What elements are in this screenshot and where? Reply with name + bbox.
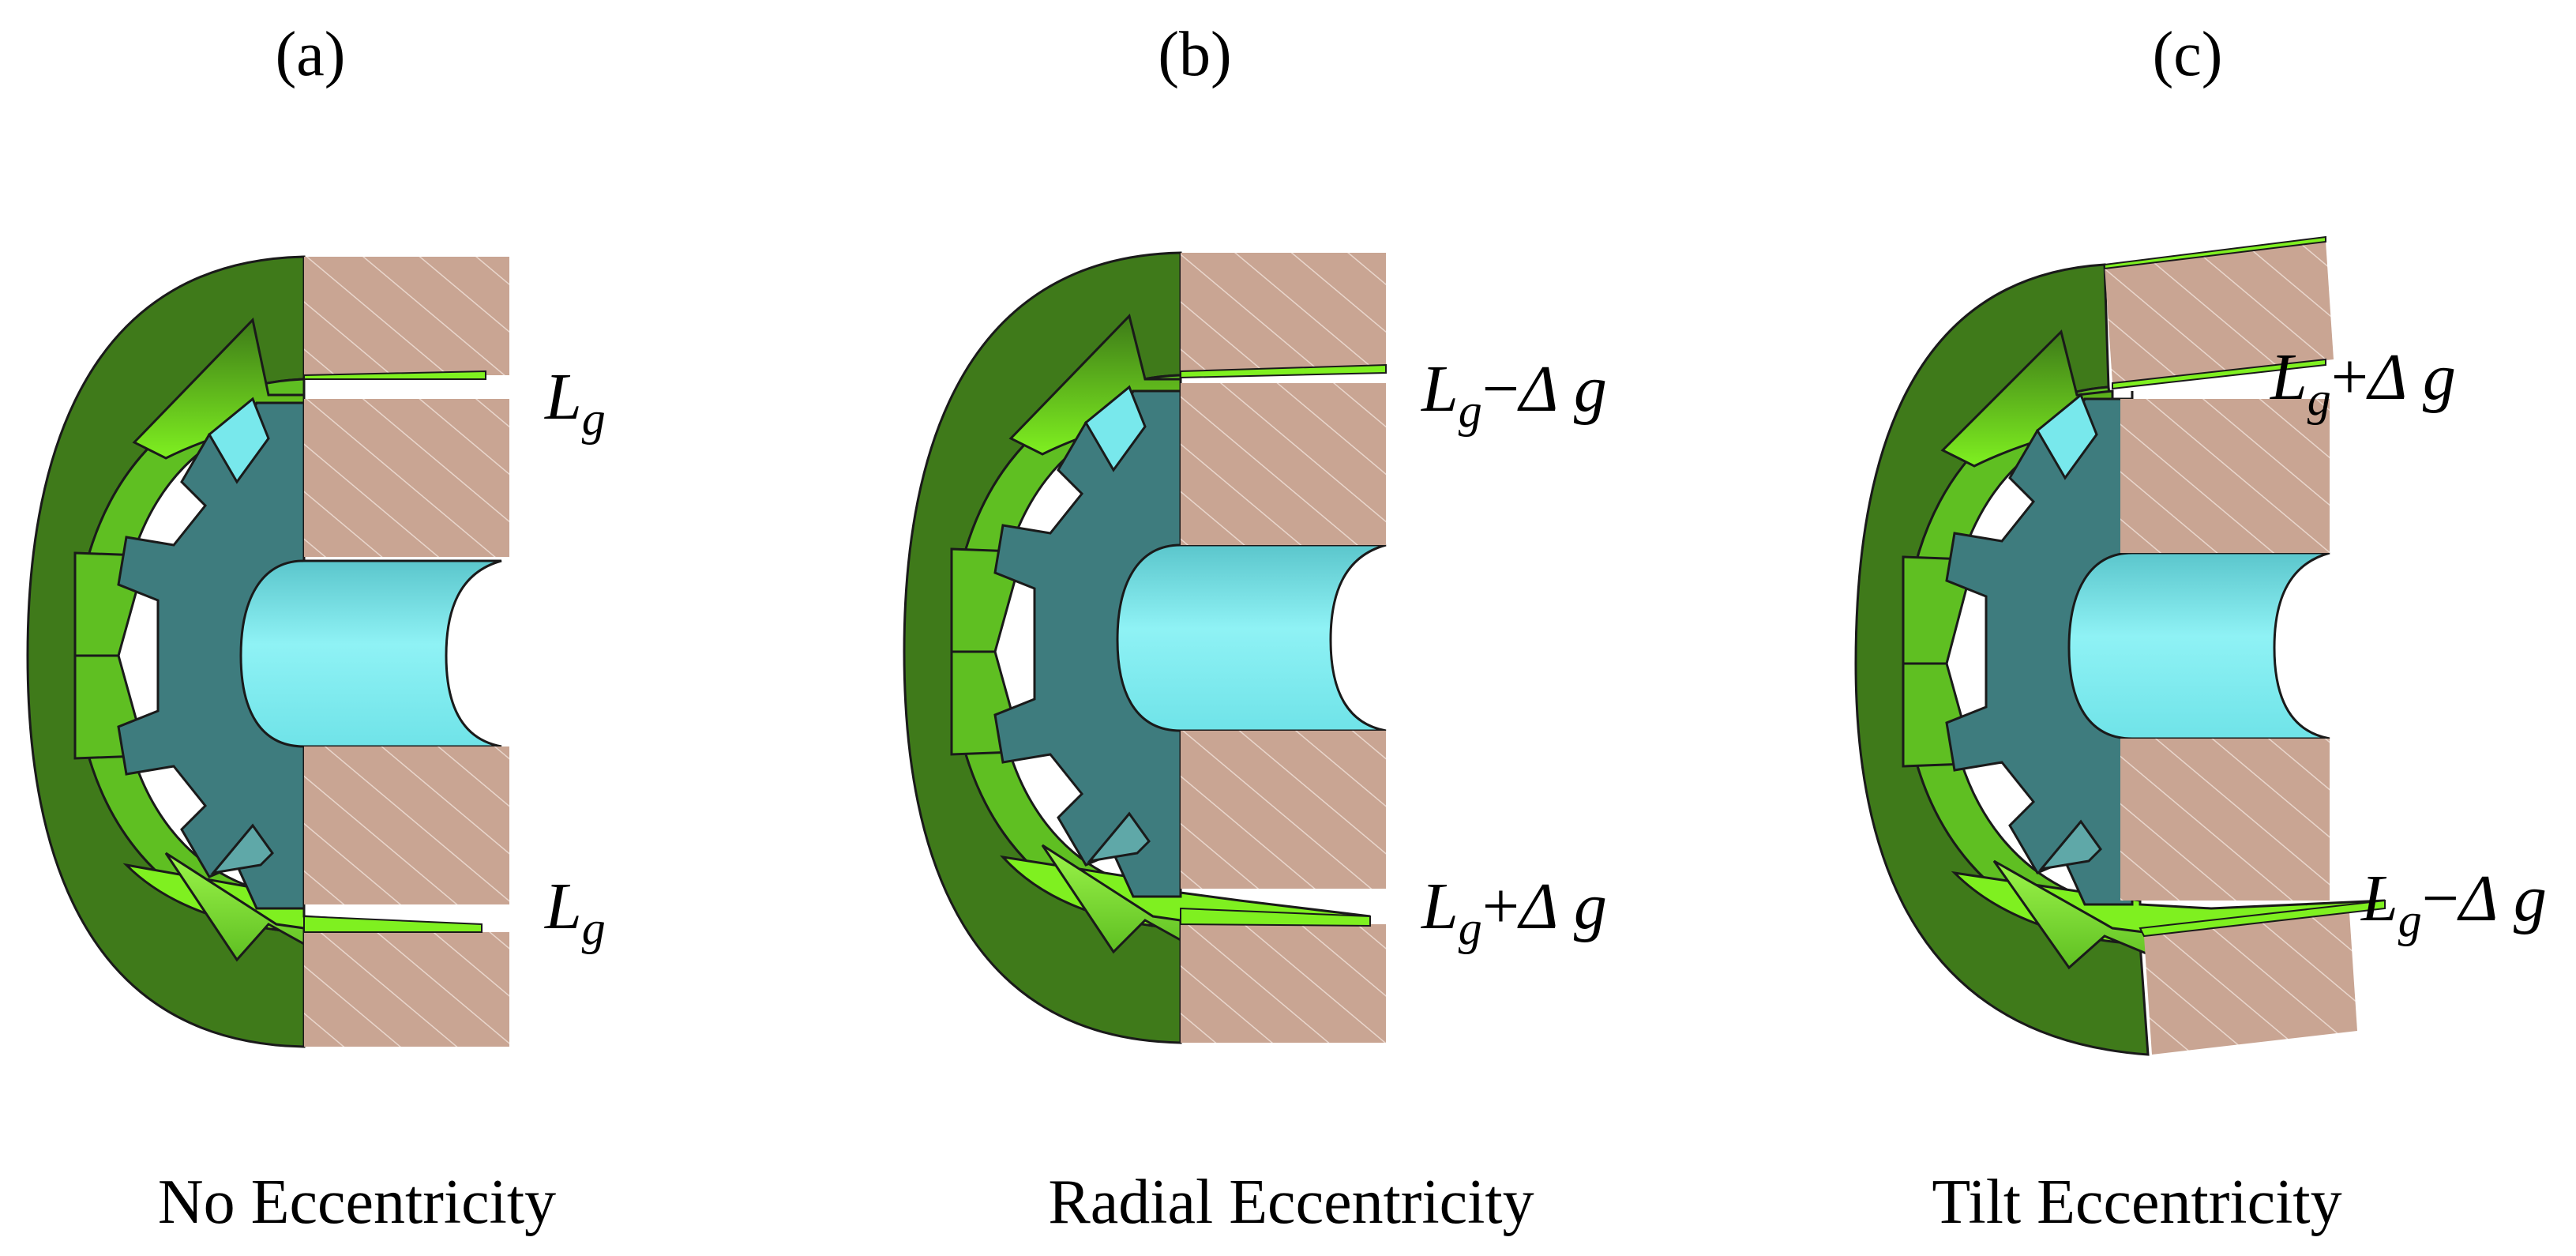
magnet-upper xyxy=(1181,383,1386,545)
gap-label-top-b: Lg−Δ g xyxy=(1421,352,1607,437)
motor-cross-section-b xyxy=(903,251,1387,1044)
motor-cross-section-c xyxy=(1854,235,2386,1056)
magnet-upper xyxy=(2120,399,2330,553)
gap-label-top-a: Lg xyxy=(544,360,606,445)
gap-bar-bottom xyxy=(303,915,483,933)
magnet-upper xyxy=(304,399,509,557)
gap-label-top-c: Lg+Δ g xyxy=(2270,340,2456,425)
magnet-bottom xyxy=(1181,924,1386,1043)
gap-bar-top-inner xyxy=(2112,358,2326,390)
gap-bar-top xyxy=(1180,363,1387,379)
gap-label-bottom-c: Lg−Δ g xyxy=(2360,862,2547,946)
panel-c: (c) Lg+Δ g Lg−Δ g xyxy=(1854,20,2547,1237)
rotor-tooth-highlight-bottom xyxy=(1087,811,1151,863)
panel-label-a: (a) xyxy=(276,20,346,89)
rotor-tooth-highlight xyxy=(208,397,270,484)
magnet-lower xyxy=(304,746,509,904)
panel-label-c: (c) xyxy=(2153,20,2223,89)
shaft xyxy=(239,559,502,748)
motor-cross-section-a xyxy=(26,255,509,1048)
rotor-tooth-highlight xyxy=(1084,385,1147,472)
gap-bar-top xyxy=(2104,235,2326,270)
gap-bar-bottom xyxy=(1180,907,1371,927)
magnet-top xyxy=(1181,253,1386,371)
rotor-tooth-highlight-bottom xyxy=(2038,819,2102,871)
rotor-tooth-highlight-bottom xyxy=(210,823,274,875)
gap-label-bottom-b: Lg+Δ g xyxy=(1421,870,1607,954)
shaft xyxy=(1116,543,1387,732)
gap-bar-bottom xyxy=(2139,899,2386,938)
gap-label-bottom-a: Lg xyxy=(544,870,606,954)
magnet-lower xyxy=(1181,731,1386,889)
caption-c: Tilt Eccentricity xyxy=(1932,1168,2341,1237)
rotor-tooth-highlight xyxy=(2036,393,2098,480)
magnet-bottom xyxy=(304,932,509,1047)
magnet-bottom xyxy=(2144,912,2357,1055)
panel-a: (a) Lg xyxy=(26,20,606,1237)
magnet-lower xyxy=(2120,739,2330,901)
magnet-top xyxy=(2105,241,2334,383)
shaft xyxy=(2067,551,2330,740)
gap-bar-top xyxy=(303,370,486,380)
caption-b: Radial Eccentricity xyxy=(1048,1168,1534,1237)
panel-b: (b) Lg−Δ g Lg+Δ g Radial Eccentr xyxy=(903,20,1607,1237)
caption-a: No Eccentricity xyxy=(158,1168,556,1237)
magnet-top xyxy=(304,257,509,375)
panel-label-b: (b) xyxy=(1158,20,1231,89)
